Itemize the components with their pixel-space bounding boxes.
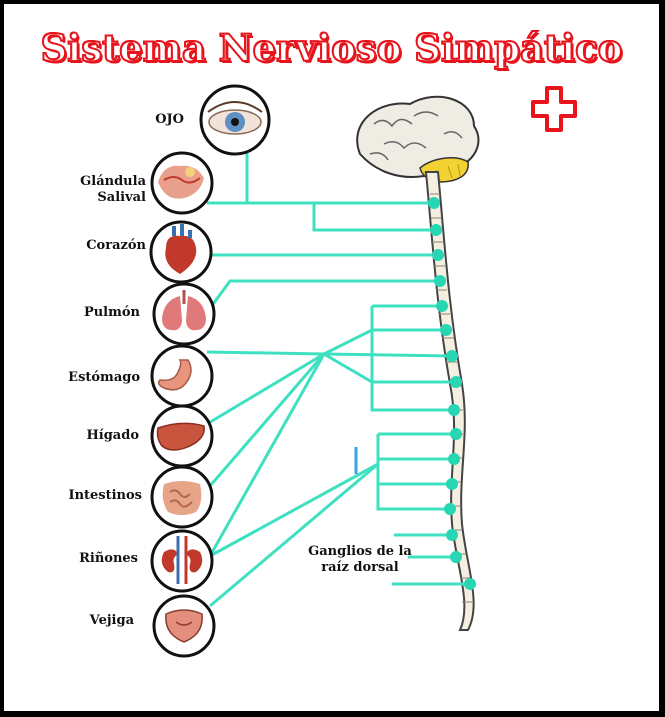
ganglion-node xyxy=(446,529,458,541)
ganglion-node xyxy=(444,503,456,515)
heart-icon xyxy=(149,220,213,284)
ganglion-node xyxy=(450,551,462,563)
kidneys-icon xyxy=(150,529,214,593)
eye-icon xyxy=(199,84,271,156)
ganglia-label-line2: raíz dorsal xyxy=(321,560,399,575)
label-corazon: Corazón xyxy=(86,238,146,253)
label-vejiga: Vejiga xyxy=(89,613,134,628)
ganglion-node xyxy=(440,324,452,336)
label-ojo: OJO xyxy=(155,112,184,127)
ganglion-node xyxy=(448,404,460,416)
label-glandula-line2: Salival xyxy=(97,190,146,205)
ganglia-label: Ganglios de la raíz dorsal xyxy=(300,544,420,576)
lung-icon xyxy=(152,282,216,346)
intestines-icon xyxy=(150,465,214,529)
ganglion-node xyxy=(446,350,458,362)
ganglion-node xyxy=(446,478,458,490)
ganglion-node xyxy=(430,224,442,236)
ganglia-label-line1: Ganglios de la xyxy=(308,544,412,559)
label-glandula-line1: Glándula xyxy=(80,174,146,189)
plus-icon xyxy=(531,86,577,132)
salivary-gland-icon xyxy=(150,151,214,215)
stomach-icon xyxy=(150,344,214,408)
brain-illustration xyxy=(356,95,480,183)
label-glandula-salival: Glándula Salival xyxy=(54,174,146,206)
label-estomago: Estómago xyxy=(68,370,140,385)
ganglion-node xyxy=(434,275,446,287)
ganglion-node xyxy=(432,249,444,261)
bladder-icon xyxy=(152,594,216,658)
diagram-canvas: Sistema Nervioso Simpático xyxy=(4,4,659,711)
nervous-system-diagram xyxy=(149,84,577,658)
ganglion-node xyxy=(450,376,462,388)
label-intestinos: Intestinos xyxy=(68,488,142,503)
spinal-cord xyxy=(424,171,475,631)
label-pulmon: Pulmón xyxy=(83,305,140,320)
label-rinones: Riñones xyxy=(79,551,138,566)
liver-icon xyxy=(150,404,214,468)
ganglion-node xyxy=(428,197,440,209)
nerve-connections xyxy=(206,152,470,608)
ganglia-nodes xyxy=(428,197,476,590)
ganglion-node xyxy=(436,300,448,312)
ganglion-node xyxy=(450,428,462,440)
ganglion-node xyxy=(464,578,476,590)
page-title: Sistema Nervioso Simpático xyxy=(40,25,624,71)
ganglion-node xyxy=(448,453,460,465)
label-higado: Hígado xyxy=(86,428,140,443)
